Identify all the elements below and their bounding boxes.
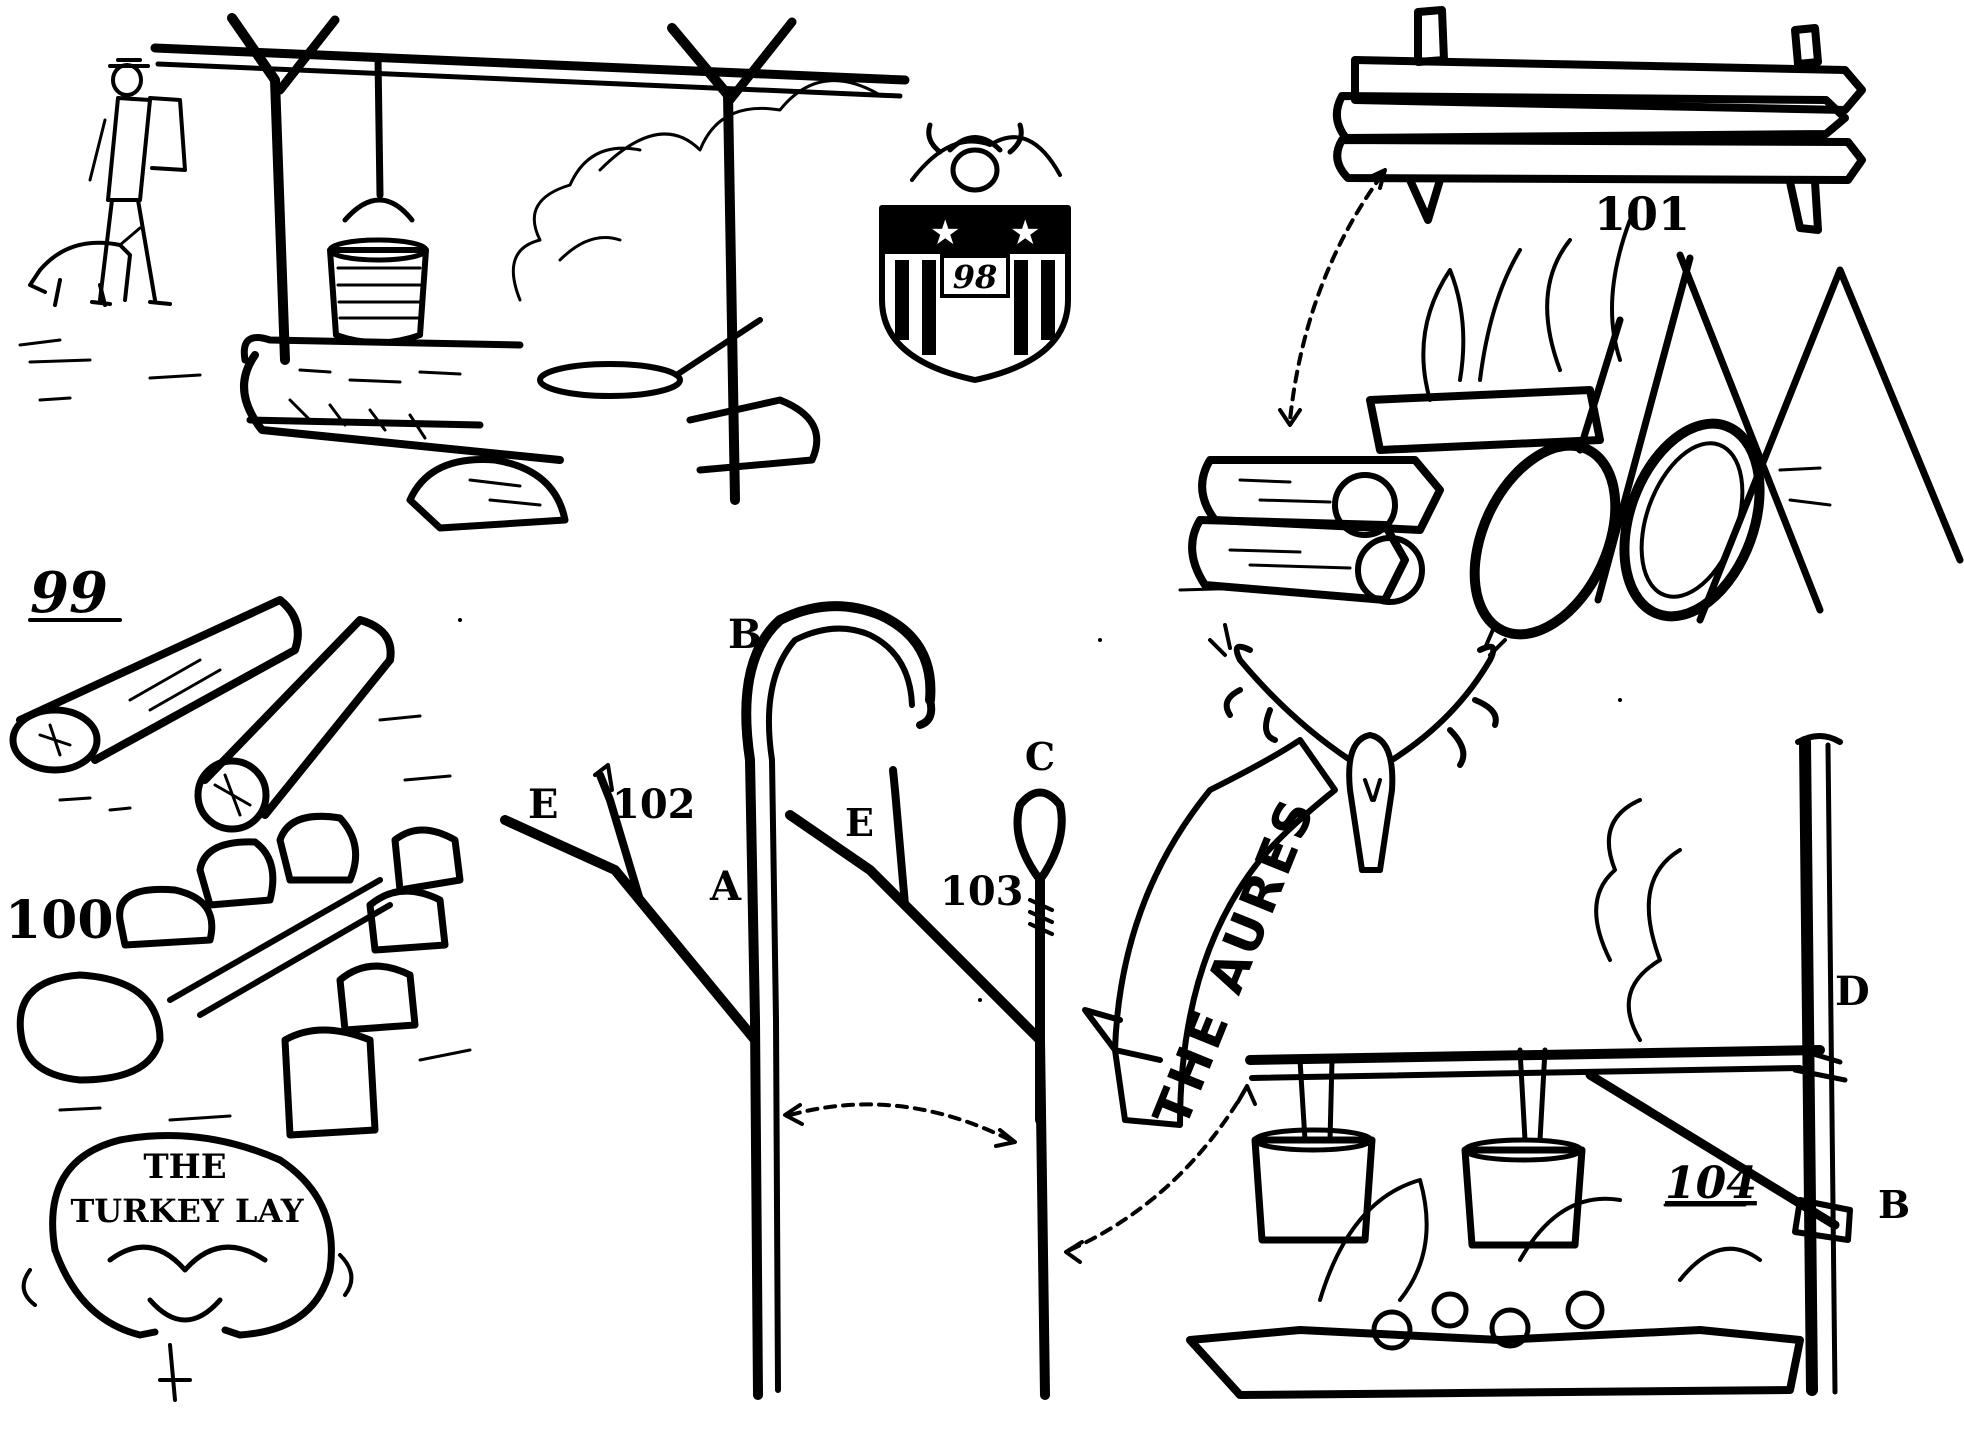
shield-emblem: ★ ★ 98 (879, 122, 1071, 383)
lashing (1792, 1047, 1848, 1083)
label-c: C (1025, 734, 1055, 779)
dog (28, 226, 142, 307)
label-figure-number-103: 103 (940, 868, 1024, 915)
seal-line-1: THE (143, 1147, 226, 1187)
shield-stripes (895, 260, 1055, 355)
smoke (1594, 798, 1682, 1042)
log-left (9, 596, 302, 774)
figure-number-101: 101 (1594, 187, 1690, 241)
notched-log-frame (1332, 6, 1866, 234)
brace-b (1585, 1070, 1840, 1230)
label-b: B (728, 611, 762, 658)
shield-chief (882, 208, 1068, 254)
right-log (686, 396, 821, 474)
seal-line-2: TURKEY LAY (70, 1192, 304, 1230)
bucket-right (1461, 1047, 1586, 1249)
frying-pan-right (1619, 418, 1765, 622)
label-d: D (1835, 968, 1870, 1015)
figure-number-100: 100 (5, 890, 114, 951)
ground-lines (58, 1048, 472, 1122)
dashed-connector-arrow (788, 1102, 1012, 1142)
crook-stick (741, 601, 936, 1400)
bison-skull-icon (926, 122, 1024, 155)
crane-bar (1245, 1045, 1825, 1065)
figure-number-98: 98 (953, 258, 998, 296)
post-d (1799, 736, 1818, 1396)
pot-hook (374, 54, 384, 199)
seal-foliage (21, 1253, 354, 1402)
left-forked-upright (227, 13, 290, 365)
stones (16, 812, 464, 1139)
shield-smoke (910, 135, 1062, 182)
ground-lines (1178, 466, 1832, 592)
crossbar-pole (150, 43, 910, 85)
frying-pan-left (1469, 316, 1624, 640)
frying-pan (537, 317, 763, 399)
smoke (511, 79, 882, 302)
rope-loop (1013, 788, 1066, 884)
seal-outline (49, 1132, 335, 1339)
bucket-left (1251, 1057, 1376, 1244)
right-forked-upright (667, 23, 740, 505)
hiker (88, 58, 187, 306)
label-figure-number-102: 102 (612, 781, 696, 828)
figure-101-log-frame: 101 (1178, 6, 1964, 640)
turkey-lay-seal: THE TURKEY LAY (21, 1132, 354, 1402)
ground-lines (18, 338, 202, 402)
flames (1421, 218, 1632, 402)
stacked-logs (1188, 386, 1604, 605)
fire-bed (1186, 1178, 1804, 1399)
hanging-pot (327, 237, 429, 346)
paper-speckle (458, 618, 1622, 1002)
trench-edges (167, 877, 393, 1018)
forked-stick (785, 810, 1050, 1400)
figure-99-two-logs: 99 (9, 560, 452, 833)
label-a: A (709, 863, 742, 910)
log-right (194, 616, 395, 833)
figure-104-post-crane: D B 104 (1186, 733, 1910, 1399)
dashed-connector-arrow (1068, 1088, 1247, 1252)
figure-number-99: 99 (30, 560, 108, 626)
ground-lines (58, 714, 452, 812)
label-e: E (845, 800, 874, 845)
figure-102-crook-crane: B 102 A E (500, 601, 936, 1400)
back-log (240, 334, 524, 429)
label-e: E (528, 781, 559, 828)
moose-head-icon (1208, 623, 1507, 873)
dashed-connector-arrow (1288, 173, 1384, 422)
forked-branch (500, 815, 760, 1045)
figure-100-stone-trench: 100 (5, 812, 472, 1139)
rock (406, 456, 569, 532)
label-b: B (1878, 1182, 1910, 1227)
lashing (1028, 898, 1054, 936)
figure-98-gallows-crane: ★ ★ 98 (18, 13, 1071, 532)
figure-103-loop-crane: C E 103 (785, 734, 1066, 1400)
star-icon: ★ (930, 213, 960, 253)
pan-tripod (1594, 251, 1964, 624)
banner-ribbon (1112, 737, 1338, 1128)
star-icon: ★ (1010, 213, 1040, 253)
figure-number-104: 104 (1665, 1158, 1757, 1209)
front-log (240, 351, 564, 464)
turkey-ornament-icon (107, 1244, 268, 1323)
